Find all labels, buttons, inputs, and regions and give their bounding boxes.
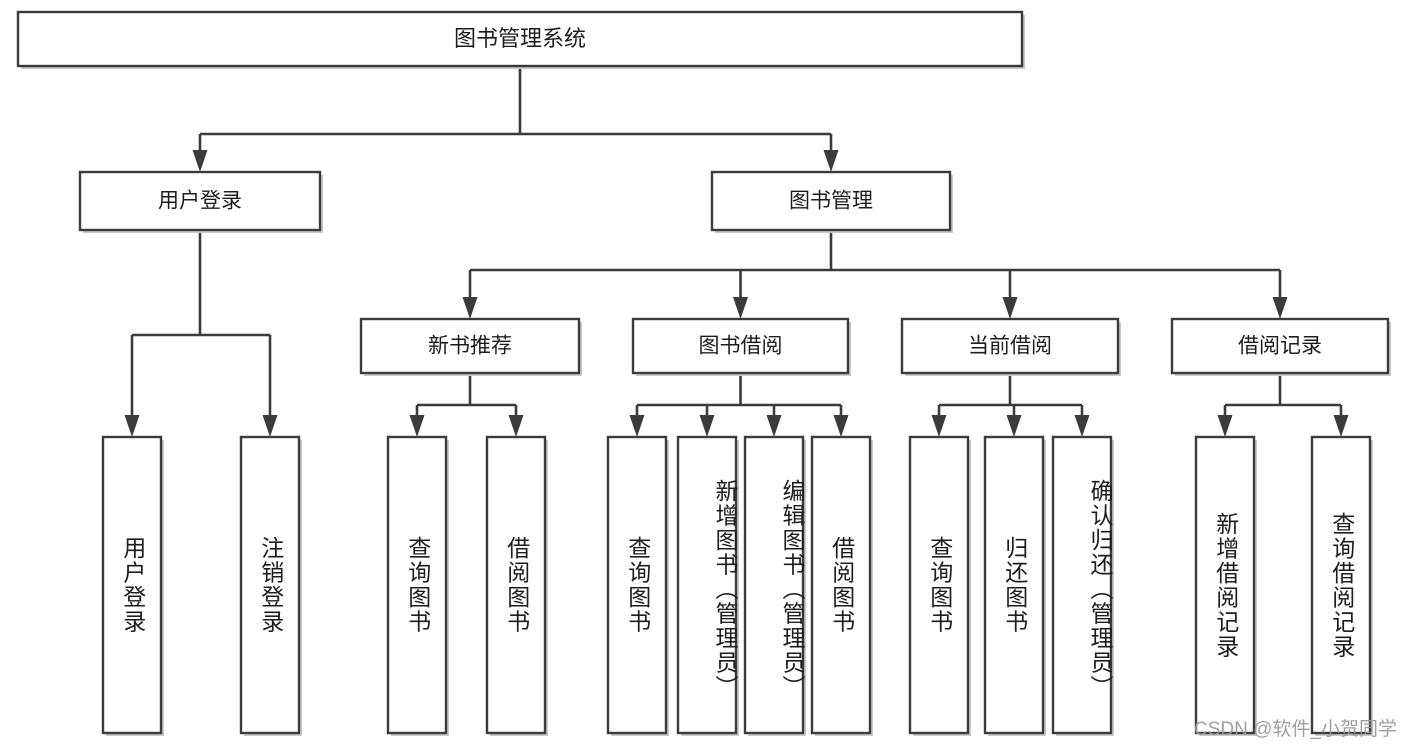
edge-l2-1-to-l3-2-arrowhead xyxy=(1002,297,1018,319)
node-l3-2[interactable] xyxy=(900,317,1120,375)
node-l3-2-label: 当前借阅 xyxy=(968,335,1052,358)
node-l3-1-label: 图书借阅 xyxy=(699,335,783,358)
edge-l3-0-leaf-0-arrowhead xyxy=(409,415,425,437)
edge-l2-1-to-l3-0-arrowhead xyxy=(462,297,478,319)
box-layer xyxy=(16,10,1391,736)
edge-root-to-l2-0-arrowhead xyxy=(192,150,208,172)
node-leaf-3-1[interactable] xyxy=(1310,435,1372,735)
node-l2-1[interactable] xyxy=(710,170,952,232)
node-leaf-3-0[interactable] xyxy=(1194,435,1256,735)
edge-root-to-l2-1-arrowhead xyxy=(823,150,839,172)
edge-l3-1-leaf-0-arrowhead xyxy=(629,415,645,437)
node-leaf-0-1[interactable] xyxy=(485,435,547,735)
edge-l2-1-to-l3-1-arrowhead xyxy=(733,297,748,319)
node-leaf-user-1[interactable] xyxy=(239,435,301,735)
edge-l2-0-leaf-1-arrowhead xyxy=(262,415,278,437)
edge-l3-1-leaf-2-arrowhead xyxy=(766,415,782,437)
edge-l3-1-leaf-1-arrowhead xyxy=(699,415,715,437)
node-leaf-1-2[interactable] xyxy=(743,435,805,735)
node-leaf-user-0[interactable] xyxy=(101,435,163,735)
node-l3-0-label: 新书推荐 xyxy=(428,335,512,358)
node-leaf-1-1[interactable] xyxy=(676,435,738,735)
node-l3-3-label: 借阅记录 xyxy=(1238,335,1322,358)
edge-l3-2-leaf-2-arrowhead xyxy=(1074,415,1090,437)
watermark: CSDN @软件_小贺同学 xyxy=(1194,719,1397,740)
node-l3-0[interactable] xyxy=(359,317,581,375)
node-l2-0-label: 用户登录 xyxy=(158,190,242,213)
edge-l3-2-leaf-1-arrowhead xyxy=(1006,415,1022,437)
node-leaf-1-0[interactable] xyxy=(606,435,668,735)
node-root[interactable] xyxy=(16,10,1024,68)
node-l3-1[interactable] xyxy=(631,317,850,375)
node-l2-0[interactable] xyxy=(78,170,322,232)
node-leaf-1-3[interactable] xyxy=(810,435,872,735)
connector-layer xyxy=(124,66,1349,437)
node-leaf-0-0[interactable] xyxy=(386,435,448,735)
edge-l3-1-leaf-3-arrowhead xyxy=(833,415,849,437)
edge-l3-3-leaf-1-arrowhead xyxy=(1333,415,1349,437)
edge-l3-3-leaf-0-arrowhead xyxy=(1217,415,1233,437)
edge-l3-2-leaf-0-arrowhead xyxy=(931,415,947,437)
node-root-label: 图书管理系统 xyxy=(454,26,586,51)
node-leaf-2-0[interactable] xyxy=(908,435,970,735)
edge-l2-1-to-l3-3-arrowhead xyxy=(1272,297,1288,319)
edge-l3-0-leaf-1-arrowhead xyxy=(508,415,524,437)
node-leaf-2-1[interactable] xyxy=(983,435,1045,735)
edge-l2-0-leaf-0-arrowhead xyxy=(124,415,140,437)
node-leaf-2-2[interactable] xyxy=(1051,435,1113,735)
node-l2-1-label: 图书管理 xyxy=(789,190,873,213)
node-l3-3[interactable] xyxy=(1170,317,1390,375)
